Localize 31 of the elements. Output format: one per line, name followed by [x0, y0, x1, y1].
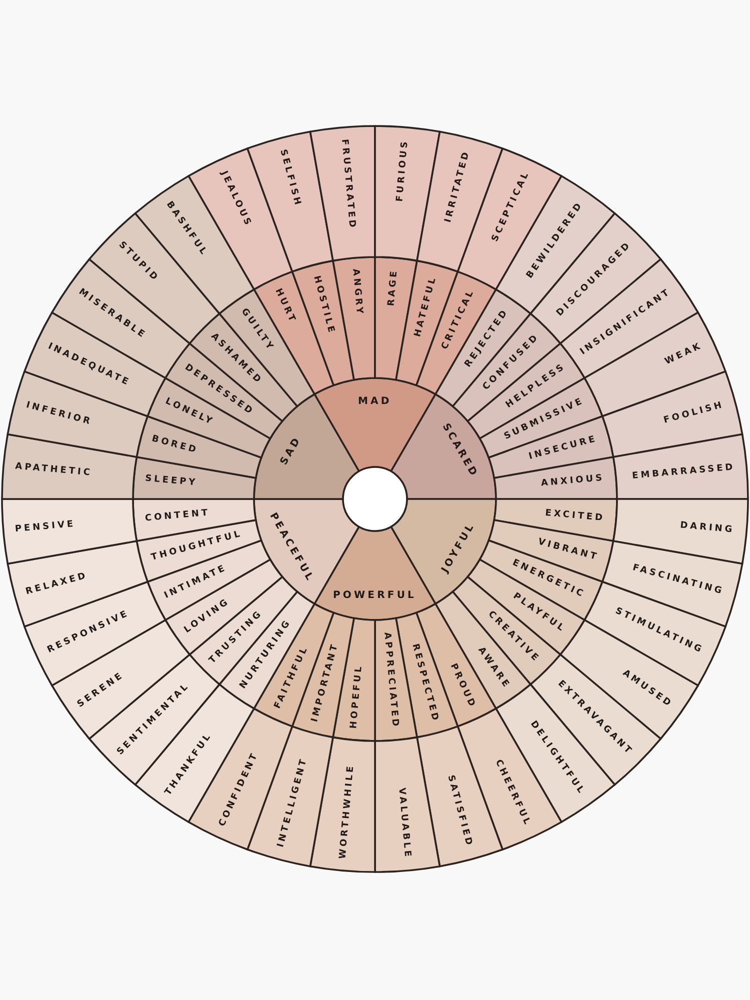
- wheel-segment: [310, 737, 375, 872]
- wheel-segment: [375, 737, 440, 872]
- wheel-segment: [613, 434, 748, 499]
- wheel-segment: [613, 499, 748, 564]
- wheel-segment: [2, 499, 137, 564]
- emotion-label: RAGE: [388, 268, 400, 306]
- wheel-segment: [375, 126, 440, 261]
- emotion-label: ANXIOUS: [540, 474, 606, 489]
- core-wheel-segment: [314, 526, 436, 620]
- emotion-label: PENSIVE: [14, 520, 76, 535]
- wheel-segment: [2, 434, 137, 500]
- emotion-label: WORTHWHILE: [339, 763, 357, 860]
- emotion-label: CONTENT: [144, 508, 210, 524]
- emotion-label: ANGRY: [350, 268, 364, 316]
- wheel-segment: [602, 371, 743, 457]
- emotion-label: DARING: [679, 521, 735, 535]
- emotion-label: EMBARRASSED: [632, 463, 736, 481]
- core-emotion-label: MAD: [358, 397, 392, 407]
- core-emotion-label: POWERFUL: [333, 591, 417, 601]
- emotion-label: SLEEPY: [144, 474, 198, 488]
- emotion-label: APATHETIC: [14, 463, 93, 479]
- core-wheel-segment: [391, 394, 496, 499]
- emotion-label: APPRECIATED: [382, 632, 400, 730]
- emotion-label: VALUABLE: [396, 787, 412, 860]
- core-wheel-segment: [254, 394, 359, 499]
- wheel-segment: [310, 126, 375, 261]
- emotion-label: FURIOUS: [396, 139, 411, 202]
- emotion-label: FRUSTRATED: [339, 138, 356, 230]
- core-wheel-segment: [314, 378, 436, 472]
- emotion-label: EXCITED: [544, 509, 606, 524]
- emotion-label: HOPEFUL: [350, 664, 365, 730]
